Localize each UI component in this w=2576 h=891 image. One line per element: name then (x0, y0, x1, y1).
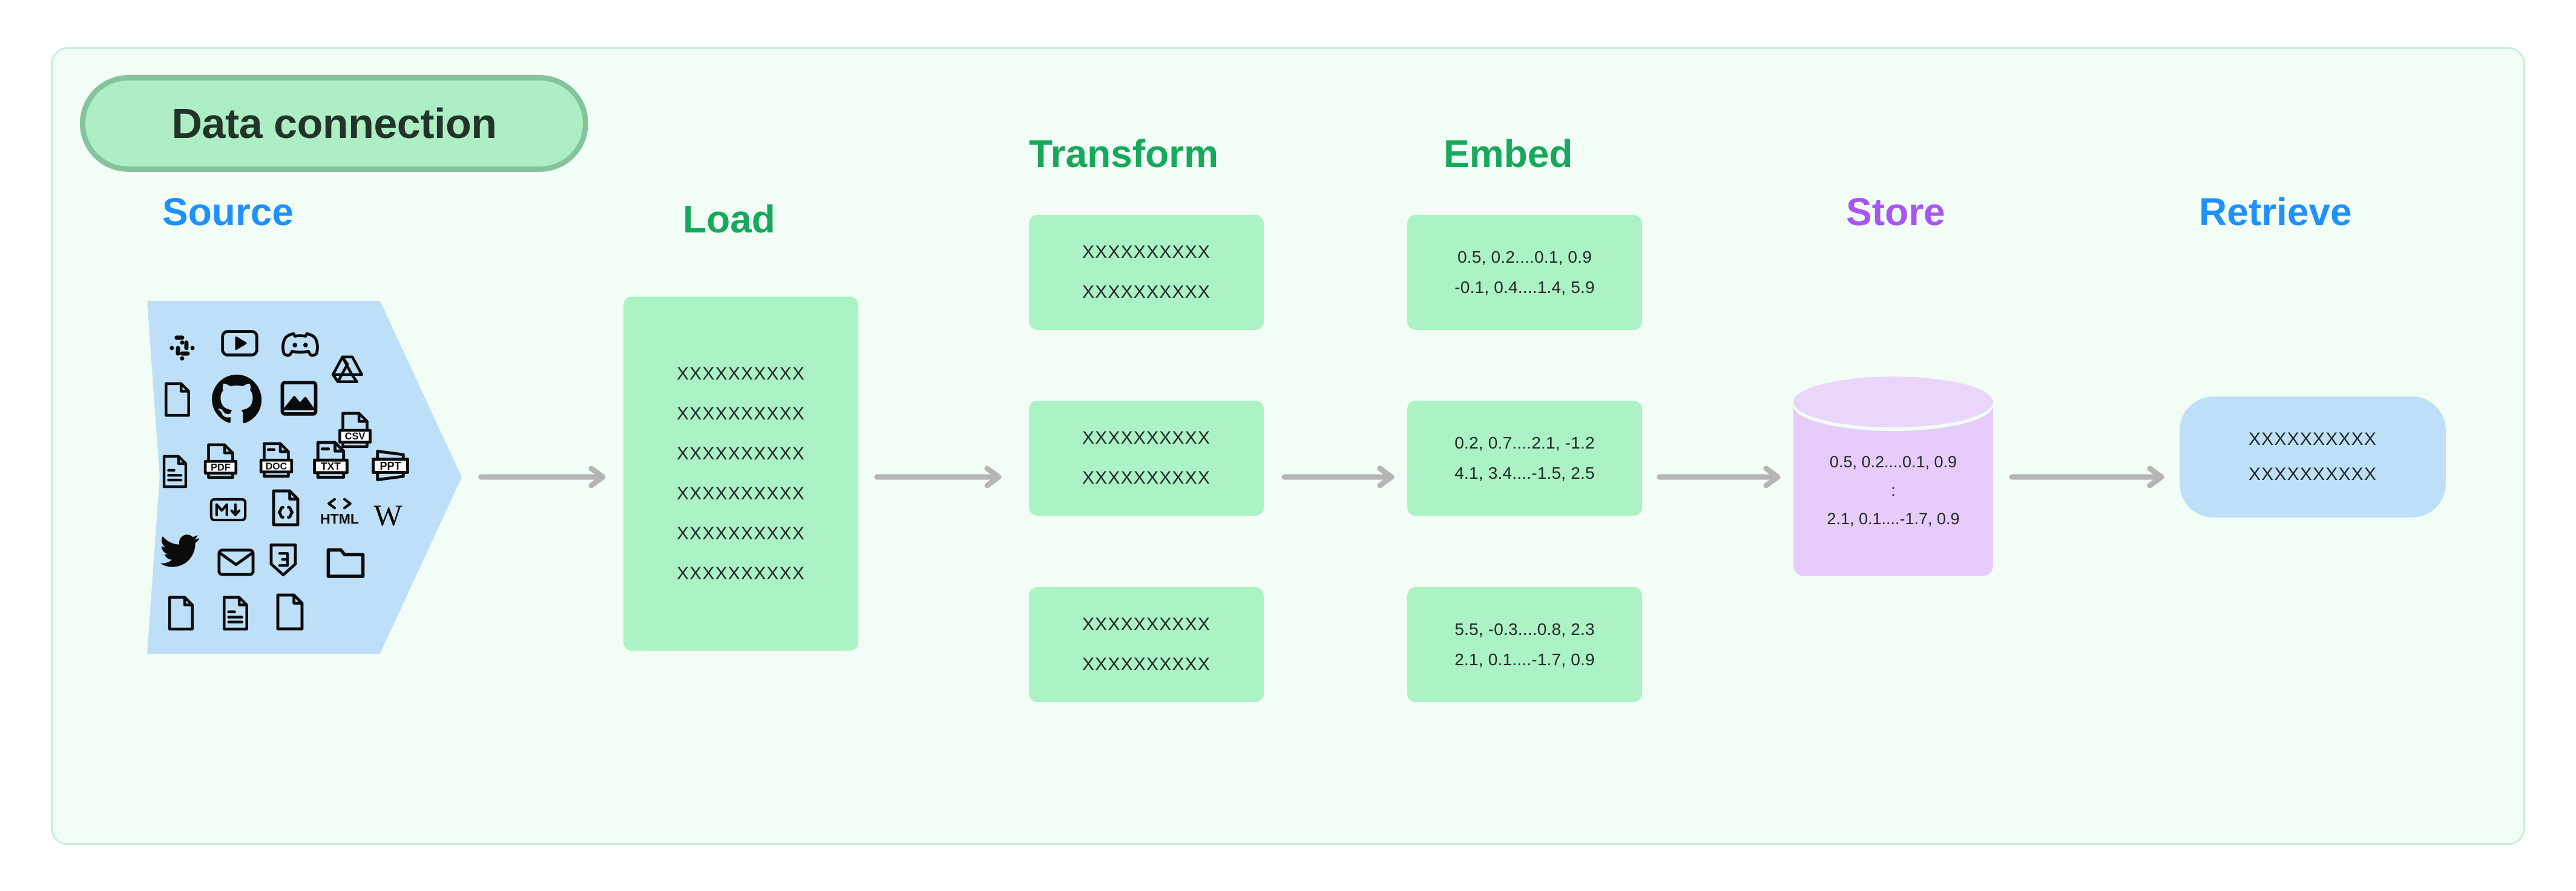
json-code-file-icon (267, 486, 304, 530)
store-cylinder: 0.5, 0.2....0.1, 0.9 : 2.1, 0.1....-1.7,… (1793, 376, 1993, 576)
slack-icon (164, 330, 200, 366)
transform-box-3: XXXXXXXXXX XXXXXXXXXX (1029, 587, 1264, 702)
google-drive-icon (329, 350, 366, 388)
ppt-file-icon: PPT (369, 445, 412, 486)
stage-title-embed: Embed (1444, 132, 1573, 176)
load-row: XXXXXXXXXX (676, 363, 806, 384)
transform-box-2: XXXXXXXXXX XXXXXXXXXX (1029, 401, 1264, 516)
load-row: XXXXXXXXXX (676, 523, 806, 544)
text-lines-document-icon-2 (218, 593, 252, 634)
embed-box-3: 5.5, -0.3....0.8, 2.3 2.1, 0.1....-1.7, … (1407, 587, 1642, 702)
load-row: XXXXXXXXXX (676, 403, 806, 424)
blank-document-icon-3 (272, 590, 308, 634)
embed-row: 5.5, -0.3....0.8, 2.3 (1454, 620, 1595, 639)
embed-row: -0.1, 0.4....1.4, 5.9 (1454, 278, 1595, 297)
source-icon-grid: CSV PDF DOC (147, 301, 462, 654)
cylinder-top-ellipse (1793, 376, 1993, 427)
embed-row: 0.2, 0.7....2.1, -1.2 (1454, 433, 1595, 452)
retrieve-row: XXXXXXXXXX (2248, 464, 2377, 484)
badge-label: Data connection (171, 100, 497, 147)
arrow-store-to-retrieve (2009, 464, 2167, 490)
retrieve-box: XXXXXXXXXX XXXXXXXXXX (2180, 396, 2446, 518)
twitter-icon (157, 532, 203, 570)
markdown-icon (208, 493, 249, 526)
transform-row: XXXXXXXXXX (1082, 614, 1211, 634)
pdf-file-icon: PDF (198, 440, 244, 484)
stage-title-source: Source (162, 190, 294, 234)
doc-file-icon: DOC (254, 439, 300, 482)
svg-text:DOC: DOC (266, 461, 288, 472)
youtube-icon (218, 325, 261, 361)
wikipedia-icon: W (373, 498, 402, 532)
store-row: 2.1, 0.1....-1.7, 0.9 (1827, 510, 1960, 528)
transform-row: XXXXXXXXXX (1082, 428, 1211, 448)
github-icon (210, 372, 263, 426)
embed-row: 0.5, 0.2....0.1, 0.9 (1457, 248, 1592, 266)
arrow-embed-to-store (1657, 464, 1783, 490)
embed-box-2: 0.2, 0.7....2.1, -1.2 4.1, 3.4....-1.5, … (1407, 401, 1642, 516)
transform-box-1: XXXXXXXXXX XXXXXXXXXX (1029, 215, 1264, 330)
load-row: XXXXXXXXXX (676, 443, 806, 464)
transform-row: XXXXXXXXXX (1082, 242, 1211, 262)
arrow-load-to-transform (874, 464, 1004, 490)
svg-text:PDF: PDF (211, 462, 231, 473)
html-icon: HTML (318, 492, 361, 530)
embed-row: 2.1, 0.1....-1.7, 0.9 (1454, 650, 1595, 669)
cylinder-body (1793, 402, 1993, 576)
stage-title-retrieve: Retrieve (2199, 190, 2352, 234)
embed-row: 4.1, 3.4....-1.5, 2.5 (1454, 464, 1595, 482)
transform-row: XXXXXXXXXX (1082, 654, 1211, 674)
embed-box-1: 0.5, 0.2....0.1, 0.9 -0.1, 0.4....1.4, 5… (1407, 215, 1642, 330)
arrow-transform-to-embed (1281, 464, 1397, 490)
arrow-source-to-load (478, 464, 608, 490)
load-row: XXXXXXXXXX (676, 563, 806, 584)
blank-document-icon (159, 378, 196, 421)
load-box: XXXXXXXXXX XXXXXXXXXX XXXXXXXXXX XXXXXXX… (623, 297, 858, 651)
store-row: 0.5, 0.2....0.1, 0.9 (1829, 453, 1957, 471)
folder-icon (324, 543, 367, 582)
svg-text:PPT: PPT (380, 460, 401, 472)
discord-icon (279, 326, 321, 363)
store-row: : (1891, 481, 1896, 499)
data-connection-badge: Data connection (80, 75, 588, 172)
data-connection-panel (51, 47, 2525, 845)
stage-title-load: Load (683, 197, 775, 241)
load-row: XXXXXXXXXX (676, 483, 806, 504)
text-lines-document-icon (158, 451, 192, 492)
svg-text:TXT: TXT (321, 460, 341, 472)
stage-title-transform: Transform (1029, 132, 1218, 176)
stage-title-store: Store (1846, 190, 1945, 234)
image-icon (277, 376, 321, 421)
transform-row: XXXXXXXXXX (1082, 468, 1211, 488)
email-icon (215, 545, 257, 579)
cylinder-text: 0.5, 0.2....0.1, 0.9 : 2.1, 0.1....-1.7,… (1793, 448, 1993, 533)
csv-file-icon: CSV (336, 409, 375, 452)
transform-row: XXXXXXXXXX (1082, 282, 1211, 302)
retrieve-row: XXXXXXXXXX (2248, 429, 2377, 449)
txt-file-icon: TXT (307, 438, 355, 484)
svg-text:CSV: CSV (345, 431, 366, 442)
css3-icon (266, 541, 301, 579)
blank-document-icon-2 (164, 593, 198, 634)
